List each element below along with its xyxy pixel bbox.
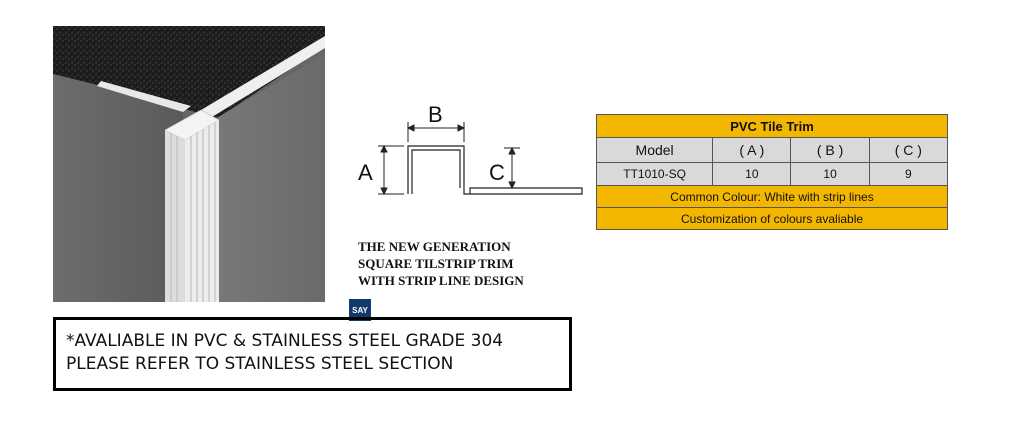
tile-trim-photo-graphic (53, 26, 325, 302)
availability-notice: *AVALIABLE IN PVC & STAINLESS STEEL GRAD… (53, 317, 572, 391)
notice-line-2: PLEASE REFER TO STAINLESS STEEL SECTION (66, 354, 454, 374)
profile-outline-inner (411, 149, 461, 194)
profile-diagram: B A C (352, 100, 592, 204)
header-c: ( C ) (868, 137, 949, 163)
product-tagline: THE NEW GENERATION SQUARE TILSTRIP TRIM … (358, 238, 588, 289)
cell-b: 10 (790, 162, 870, 186)
table-row: TT1010-SQ 10 10 9 (595, 162, 949, 186)
notice-line-1: *AVALIABLE IN PVC & STAINLESS STEEL GRAD… (66, 331, 504, 351)
spec-note-row: Common Colour: White with strip lines (596, 185, 948, 208)
tagline-line: SQUARE TILSTRIP TRIM (358, 256, 514, 271)
spec-table-title-row: PVC Tile Trim (596, 114, 948, 138)
product-photo: SAY (53, 26, 371, 321)
spec-table-title: PVC Tile Trim (596, 114, 948, 138)
tagline-line: THE NEW GENERATION (358, 239, 511, 254)
header-b: ( B ) (790, 137, 870, 163)
dimension-c-label: C (489, 160, 505, 185)
cell-c: 9 (868, 162, 949, 186)
cell-model: TT1010-SQ (595, 162, 714, 186)
header-model: Model (595, 137, 714, 163)
customization-note: Customization of colours avaliable (596, 207, 948, 230)
say-logo: SAY (349, 299, 371, 321)
cell-a: 10 (712, 162, 792, 186)
header-a: ( A ) (712, 137, 792, 163)
spec-table: PVC Tile Trim Model ( A ) ( B ) ( C ) TT… (595, 114, 949, 230)
dimension-a-label: A (358, 160, 373, 185)
tagline-line: WITH STRIP LINE DESIGN (358, 273, 524, 288)
trim-profile-drawing: B A C (358, 102, 583, 196)
dimension-b-label: B (428, 102, 443, 127)
spec-table-header-row: Model ( A ) ( B ) ( C ) (595, 137, 949, 163)
colour-note: Common Colour: White with strip lines (596, 185, 948, 208)
spec-note-row: Customization of colours avaliable (596, 207, 948, 230)
profile-outline-outer (407, 145, 583, 195)
